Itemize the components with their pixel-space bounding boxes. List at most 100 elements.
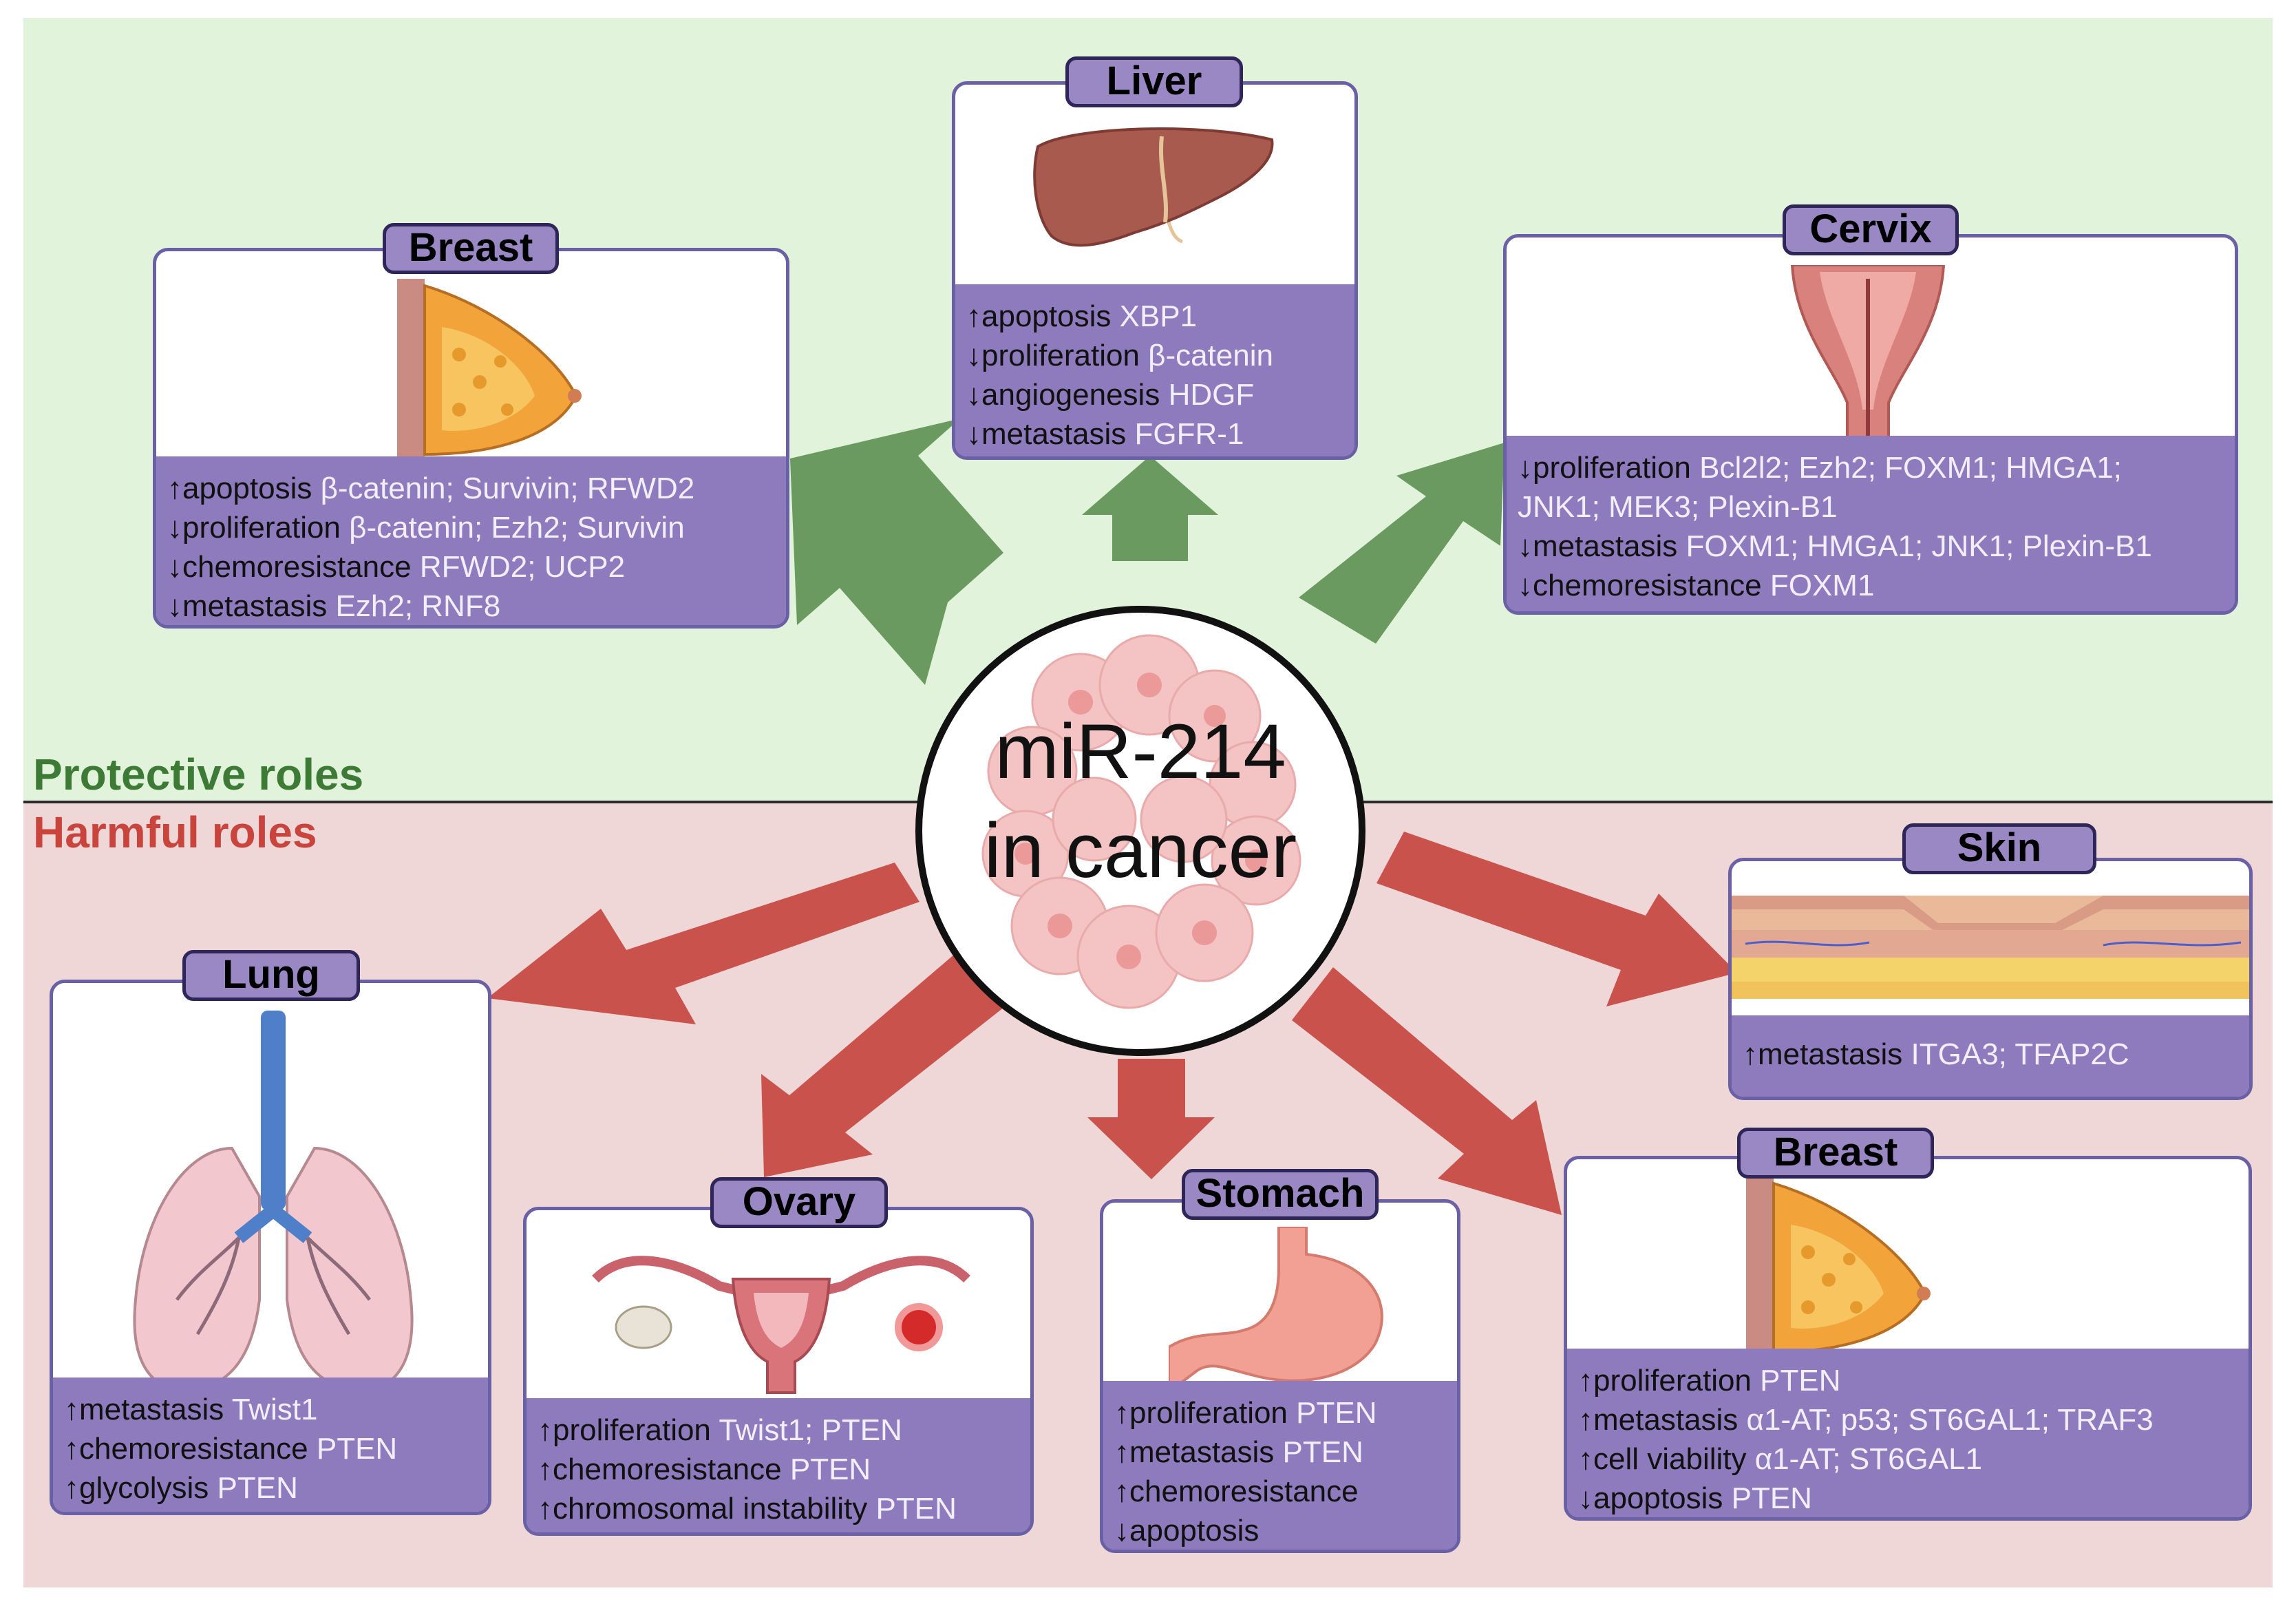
card-cervix-body: ↓proliferation Bcl2l2; Ezh2; FOXM1; HMGA… — [1507, 436, 2235, 611]
direction-arrow: ↓ — [1114, 1514, 1129, 1548]
target-genes: PTEN — [1282, 1435, 1363, 1469]
effect-line: ↑apoptosis XBP1 — [966, 297, 1346, 336]
direction-arrow: ↓ — [167, 550, 182, 584]
direction-arrow: ↓ — [966, 339, 981, 372]
target-genes: PTEN — [316, 1432, 398, 1466]
direction-arrow: ↑ — [1114, 1475, 1129, 1508]
target-genes: Twist1 — [231, 1393, 318, 1426]
process-label: metastasis — [1533, 529, 1678, 563]
direction-arrow: ↑ — [538, 1492, 553, 1526]
direction-arrow: ↑ — [64, 1393, 79, 1426]
protective-roles-label: Protective roles — [33, 750, 364, 799]
card-ovary: ↑proliferation Twist1; PTEN ↑chemoresist… — [523, 1207, 1034, 1536]
arrow-to-ovary — [761, 954, 1010, 1177]
target-genes: PTEN — [789, 1453, 871, 1486]
harmful-roles-label: Harmful roles — [33, 807, 317, 857]
cancer-cells-illustration — [981, 634, 1301, 1009]
direction-arrow: ↓ — [1518, 529, 1533, 563]
arrow-to-liver — [1082, 456, 1218, 561]
target-genes: PTEN — [1760, 1364, 1841, 1397]
breast-illustration — [1746, 1176, 1931, 1355]
process-label: apoptosis — [981, 299, 1112, 333]
card-breast-bottom-body: ↑proliferation PTEN ↑metastasis α1-AT; p… — [1567, 1349, 2249, 1517]
process-label: proliferation — [981, 339, 1140, 372]
effect-line: ↓chemoresistance FOXM1 — [1518, 566, 2226, 605]
target-genes: XBP1 — [1119, 299, 1198, 333]
target-genes: Bcl2l2; Ezh2; FOXM1; HMGA1; — [1699, 451, 2122, 485]
card-skin: ↑metastasis ITGA3; TFAP2C — [1728, 858, 2253, 1100]
direction-arrow: ↓ — [1518, 451, 1533, 485]
effect-line: ↓proliferation β-catenin — [966, 336, 1346, 375]
effect-line: ↑apoptosis β-catenin; Survivin; RFWD2 — [167, 469, 778, 508]
target-genes: FGFR-1 — [1134, 417, 1244, 451]
card-liver-title: Liver — [1065, 56, 1243, 107]
process-label: metastasis — [182, 589, 328, 623]
direction-arrow: ↑ — [1743, 1037, 1758, 1071]
target-genes: RFWD2; UCP2 — [419, 550, 626, 584]
process-label: apoptosis — [182, 472, 312, 505]
card-liver: ↑apoptosis XBP1 ↓proliferation β-catenin… — [952, 81, 1358, 460]
process-label: proliferation — [182, 511, 341, 545]
stomach-illustration — [1169, 1227, 1383, 1392]
target-genes: PTEN — [1296, 1396, 1377, 1430]
direction-arrow: ↑ — [1114, 1396, 1129, 1430]
arrow-to-lung — [487, 863, 920, 1024]
arrow-to-stomach — [1087, 1059, 1215, 1179]
direction-arrow: ↑ — [538, 1413, 553, 1447]
effect-line: ↑proliferation PTEN — [1114, 1393, 1449, 1433]
process-label: chemoresistance — [79, 1432, 308, 1466]
card-breast-top: ↑apoptosis β-catenin; Survivin; RFWD2 ↓p… — [153, 248, 789, 629]
process-label: metastasis — [1758, 1037, 1903, 1071]
direction-arrow: ↓ — [966, 378, 981, 412]
card-liver-body: ↑apoptosis XBP1 ↓proliferation β-catenin… — [955, 284, 1354, 456]
process-label: metastasis — [1593, 1403, 1739, 1437]
liver-illustration — [1033, 127, 1274, 247]
effect-line: ↓apoptosis PTEN — [1578, 1479, 2240, 1518]
target-genes: β-catenin; Survivin; RFWD2 — [320, 472, 695, 505]
process-label: metastasis — [79, 1393, 224, 1426]
effect-line: ↓proliferation β-catenin; Ezh2; Survivin — [167, 508, 778, 547]
effect-line: ↓proliferation Bcl2l2; Ezh2; FOXM1; HMGA… — [1518, 448, 2226, 487]
effect-line: ↓chemoresistance RFWD2; UCP2 — [167, 547, 778, 587]
effect-line: ↑proliferation PTEN — [1578, 1361, 2240, 1400]
process-label: angiogenesis — [981, 378, 1160, 412]
effect-line: ↓metastasis Ezh2; RNF8 — [167, 587, 778, 626]
breast-illustration — [397, 279, 582, 458]
card-ovary-title: Ovary — [710, 1177, 888, 1228]
center-title-line2: in cancer — [984, 807, 1297, 894]
target-genes: PTEN — [217, 1471, 298, 1505]
target-genes: α1-AT; ST6GAL1 — [1754, 1442, 1983, 1476]
card-breast-bottom-title: Breast — [1737, 1128, 1934, 1179]
direction-arrow: ↑ — [1114, 1435, 1129, 1469]
target-genes: Ezh2; RNF8 — [335, 589, 501, 623]
card-breast-bottom: ↑proliferation PTEN ↑metastasis α1-AT; p… — [1564, 1156, 2252, 1521]
arrow-to-skin — [1376, 832, 1737, 1006]
effect-line: ↑chromosomal instability PTEN — [538, 1489, 1022, 1528]
arrow-to-breast-top — [790, 419, 1003, 685]
card-stomach-title: Stomach — [1182, 1169, 1379, 1220]
process-label: chemoresistance — [553, 1453, 782, 1486]
process-label: metastasis — [1129, 1435, 1275, 1469]
effect-line: ↓metastasis FOXM1; HMGA1; JNK1; Plexin-B… — [1518, 527, 2226, 566]
target-genes: β-catenin — [1148, 339, 1273, 372]
center-title: miR-214 in cancer — [922, 702, 1359, 900]
effect-line: ↑metastasis PTEN — [1114, 1433, 1449, 1472]
effect-line: ↓apoptosis — [1114, 1511, 1449, 1550]
target-genes: JNK1; MEK3; Plexin-B1 — [1518, 490, 1838, 524]
effect-line: ↓metastasis FGFR-1 — [966, 414, 1346, 454]
direction-arrow: ↑ — [64, 1432, 79, 1466]
process-label: chemoresistance — [1129, 1475, 1359, 1508]
direction-arrow: ↑ — [538, 1453, 553, 1486]
process-label: metastasis — [981, 417, 1127, 451]
process-label: proliferation — [1593, 1364, 1752, 1397]
process-label: apoptosis — [1593, 1481, 1723, 1515]
arrow-to-cervix — [1299, 443, 1505, 644]
effect-line: JNK1; MEK3; Plexin-B1 — [1518, 487, 2226, 527]
card-lung: ↑metastasis Twist1 ↑chemoresistance PTEN… — [50, 980, 491, 1515]
effect-line: ↑chemoresistance PTEN — [538, 1450, 1022, 1489]
cervix-illustration — [1790, 265, 1946, 472]
effect-line: ↑metastasis Twist1 — [64, 1390, 480, 1429]
card-cervix: ↓proliferation Bcl2l2; Ezh2; FOXM1; HMGA… — [1503, 234, 2238, 615]
